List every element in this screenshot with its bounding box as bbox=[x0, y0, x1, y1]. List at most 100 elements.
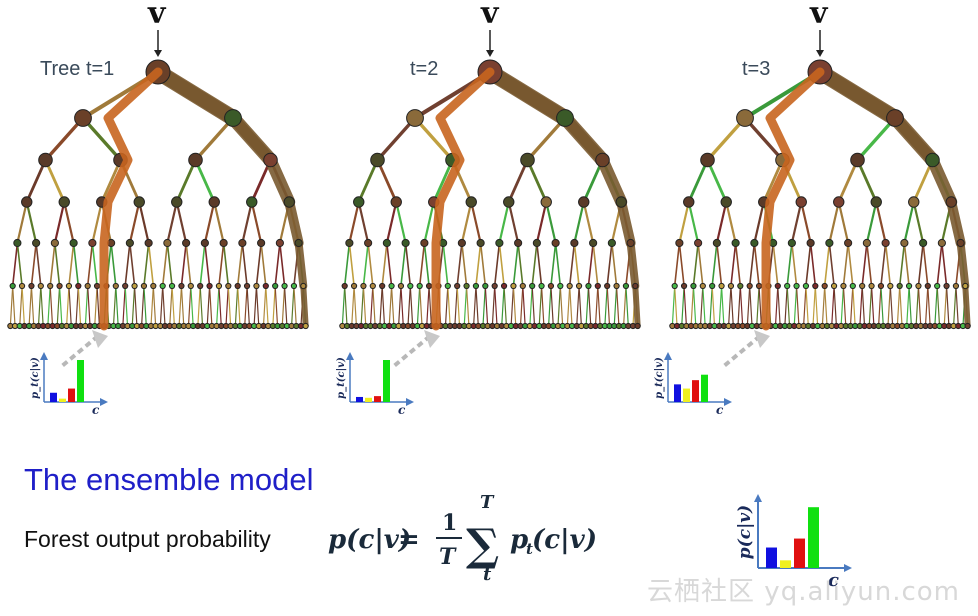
formula-fraction-denominator: T bbox=[439, 544, 457, 570]
tree-edge bbox=[241, 200, 253, 245]
hist-bar bbox=[365, 397, 372, 402]
tree-edge bbox=[40, 285, 44, 327]
tree-leaf bbox=[302, 322, 309, 330]
tree-edge bbox=[30, 285, 35, 327]
tree-node bbox=[737, 282, 744, 290]
tree-node bbox=[219, 238, 228, 248]
hist-x-label: c bbox=[828, 570, 839, 591]
tree-edge bbox=[725, 200, 737, 245]
tree-edge bbox=[512, 242, 519, 287]
tree-edge bbox=[849, 285, 854, 327]
tree-caption-2: t=2 bbox=[410, 58, 439, 80]
tree-edge bbox=[442, 242, 449, 287]
tree-edge bbox=[592, 242, 599, 287]
tree-edge bbox=[428, 285, 433, 327]
tree-edge bbox=[501, 285, 505, 327]
tree-edge bbox=[81, 116, 123, 162]
tree-node bbox=[416, 282, 423, 290]
tree-edge bbox=[597, 285, 601, 327]
tree-edge bbox=[800, 200, 812, 245]
tree-edge bbox=[522, 285, 526, 327]
tree-edge bbox=[369, 285, 374, 327]
tree-edge bbox=[397, 285, 402, 327]
arrowhead-icon bbox=[754, 330, 770, 348]
tree-edge bbox=[255, 285, 260, 327]
tree-node bbox=[755, 282, 763, 290]
tree-edge bbox=[72, 242, 80, 287]
tree-node bbox=[56, 282, 63, 290]
tree-edge bbox=[507, 200, 520, 245]
tree-edge bbox=[908, 285, 913, 327]
tree-edge bbox=[824, 285, 828, 327]
tree-edge bbox=[124, 285, 129, 327]
tree-node bbox=[551, 238, 560, 248]
tree-edge bbox=[917, 242, 924, 287]
tree-node bbox=[915, 282, 922, 290]
tree-node bbox=[275, 238, 284, 248]
tree-node bbox=[500, 282, 508, 290]
tree-node bbox=[833, 196, 845, 208]
tree-edge bbox=[9, 285, 14, 327]
tree-edge bbox=[129, 242, 136, 287]
tree-edge bbox=[550, 242, 557, 287]
tree-edge bbox=[255, 242, 262, 287]
tree-edge bbox=[348, 242, 355, 287]
tree-edge bbox=[795, 285, 800, 327]
hist-bar bbox=[383, 360, 390, 402]
tree-edge bbox=[547, 285, 552, 327]
tree-edge bbox=[525, 116, 567, 162]
tree-edge bbox=[479, 242, 487, 287]
tree-edge bbox=[687, 158, 709, 204]
tree-node bbox=[877, 282, 885, 290]
tree-edge bbox=[517, 242, 524, 287]
hist-bar bbox=[59, 398, 66, 402]
x-axis-arrow-icon bbox=[100, 398, 108, 406]
tree-trunk-edge bbox=[150, 64, 241, 126]
tree-edge bbox=[234, 285, 239, 327]
tree-edge bbox=[367, 242, 374, 287]
tree-edge bbox=[357, 200, 370, 245]
tree-edge bbox=[578, 285, 583, 327]
tree-edge bbox=[746, 285, 751, 327]
tree-node bbox=[945, 196, 957, 208]
tree-node bbox=[849, 282, 856, 290]
arrowhead-icon bbox=[424, 330, 440, 348]
tree-edge bbox=[143, 242, 150, 287]
tree-node bbox=[272, 282, 279, 290]
tree-caption-1: Tree t=1 bbox=[40, 58, 115, 80]
formula-term: p bbox=[510, 525, 528, 555]
tree-edge bbox=[536, 242, 543, 287]
tree-trunk-edge bbox=[812, 64, 903, 126]
tree-node bbox=[13, 238, 22, 248]
tree-node bbox=[595, 152, 610, 168]
tree-edge bbox=[945, 285, 950, 327]
tree-trunk-edge bbox=[946, 197, 966, 248]
tree-edge bbox=[482, 285, 486, 327]
tree-edge bbox=[169, 285, 173, 327]
tree-edge bbox=[204, 242, 211, 287]
ensemble-histogram: p(c|v)c bbox=[735, 494, 852, 591]
tree-edge bbox=[246, 285, 251, 327]
tree-edge bbox=[692, 285, 697, 327]
tree-node bbox=[133, 196, 145, 208]
tree-node bbox=[566, 282, 573, 290]
tree-edge bbox=[423, 200, 435, 245]
tree-node bbox=[388, 282, 395, 290]
tree-edge bbox=[386, 242, 393, 287]
tree-edge bbox=[360, 285, 365, 327]
tree-node bbox=[47, 282, 54, 290]
tree-edge bbox=[692, 242, 699, 287]
tree-edge bbox=[828, 242, 835, 287]
tree-node bbox=[425, 282, 433, 290]
tree-edge bbox=[272, 285, 276, 327]
tree-node bbox=[736, 109, 754, 127]
tree-leaf bbox=[964, 322, 971, 330]
tree-node bbox=[200, 238, 209, 248]
tree-edge bbox=[903, 242, 910, 287]
tree-edge bbox=[847, 242, 854, 287]
tree-edge bbox=[606, 242, 613, 287]
hist-bar bbox=[50, 392, 57, 402]
tree-node bbox=[390, 196, 402, 208]
tree-edge bbox=[375, 116, 417, 162]
tree-edge bbox=[419, 285, 423, 327]
